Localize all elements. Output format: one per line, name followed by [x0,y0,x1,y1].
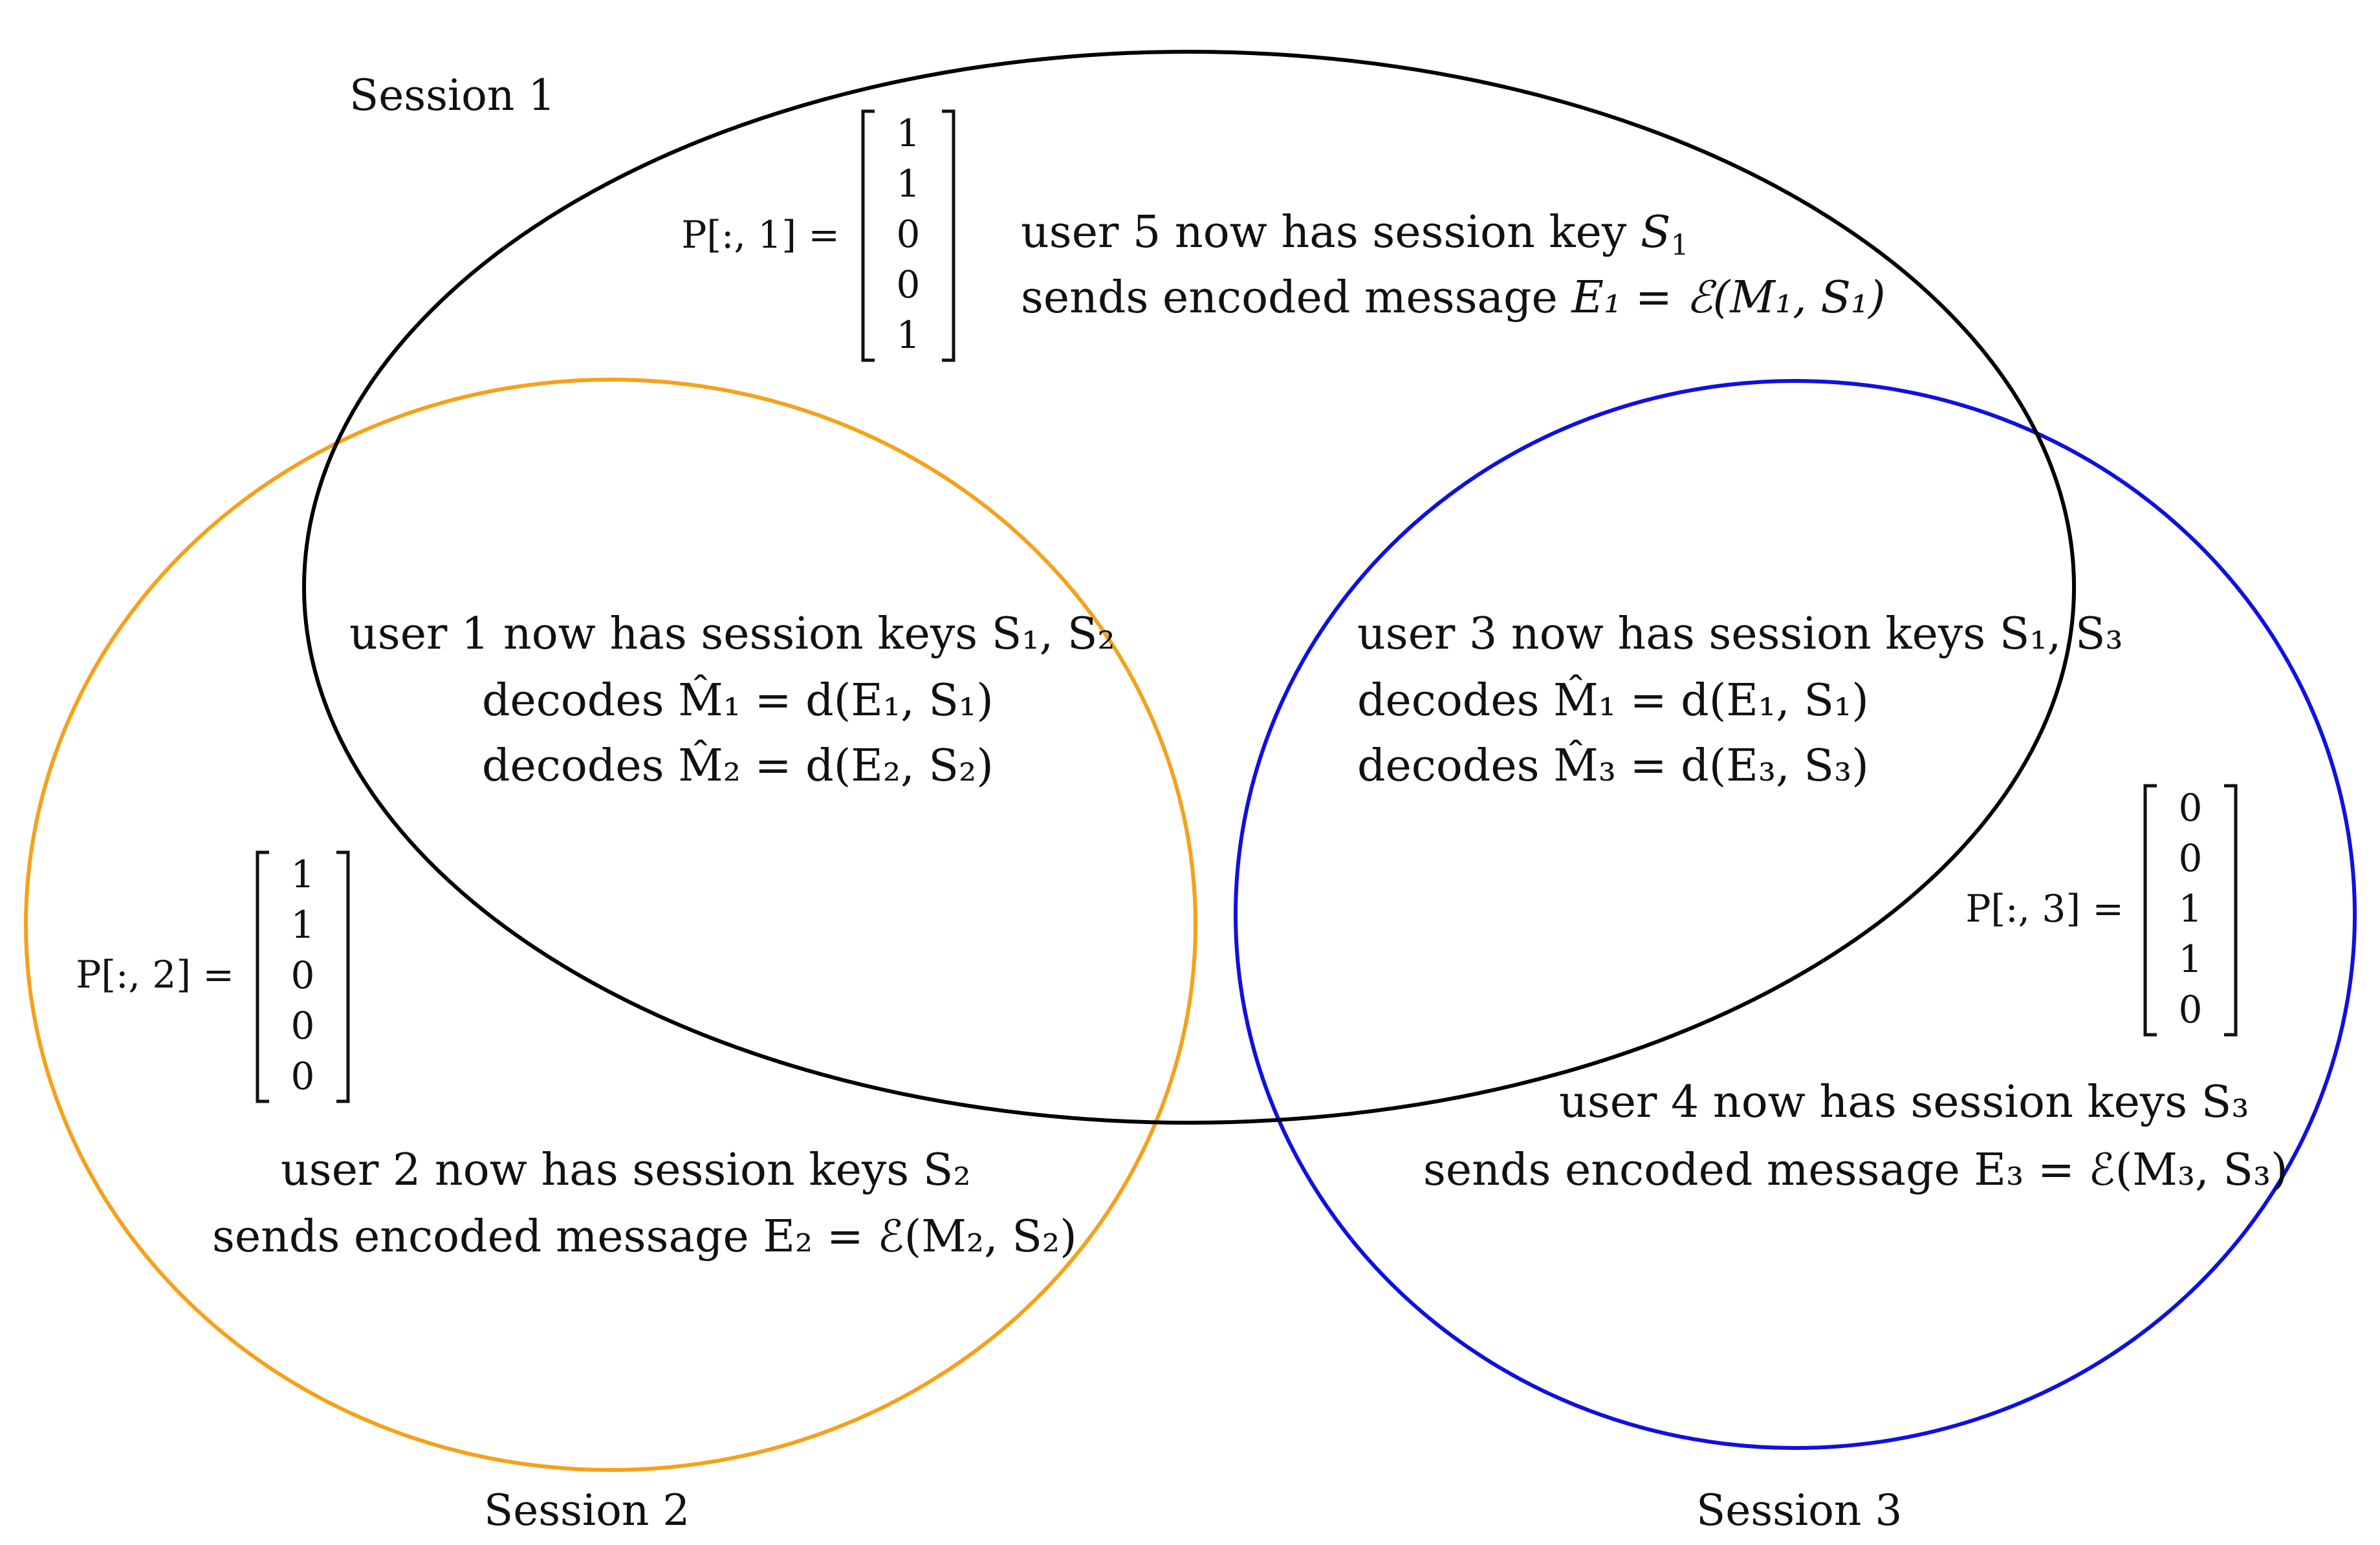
matrix-p2-entry: 0 [291,1054,315,1098]
user3-decode-1: decodes M̂₁ = d(E₁, S₁) [1357,675,1869,726]
session-1-ellipse [302,50,2076,1125]
user1-decode-2: decodes M̂₂ = d(E₂, S₂) [482,740,994,792]
matrix-p1-entry: 1 [897,162,921,206]
user5-key-var: S [1641,207,1671,258]
user5-key-text: user 5 now has session key S1 [1021,207,1688,262]
matrix-p3-entry: 0 [2179,836,2203,880]
matrix-p3-entry: 1 [2179,937,2203,981]
matrix-p3-left-bracket [2143,784,2157,1037]
matrix-p1-right-bracket [942,109,955,362]
matrix-p3-entry: 0 [2179,988,2203,1032]
user4-send-text: sends encoded message E₃ = ℰ(M₃, S₃) [1423,1145,2288,1196]
user5-key-prefix: user 5 now has session key [1021,207,1641,258]
matrix-p2: P[:, 2] = 1 1 0 0 0 [76,850,350,1103]
matrix-p2-entry: 0 [291,1004,315,1048]
user1-decode-1: decodes M̂₁ = d(E₁, S₁) [482,675,994,726]
user5-send-prefix: sends encoded message [1021,272,1571,323]
matrix-p2-entry: 0 [291,953,315,997]
session-2-ellipse [24,378,1197,1472]
matrix-p1-left-bracket [861,109,875,362]
user2-send-text: sends encoded message E₂ = ℰ(M₂, S₂) [212,1211,1077,1262]
user5-key-sub: 1 [1670,229,1688,262]
user2-keys-text: user 2 now has session keys S₂ [281,1145,971,1196]
session-3-ellipse [1234,379,2357,1450]
user3-decode-2: decodes M̂₃ = d(E₃, S₃) [1357,740,1869,792]
user4-keys-text: user 4 now has session keys S₃ [1559,1077,2249,1128]
matrix-p3-entry: 0 [2179,786,2203,830]
matrix-p3-entry: 1 [2179,887,2203,931]
matrix-p2-label: P[:, 2] = [76,953,234,997]
matrix-p2-entry: 1 [291,903,315,947]
matrix-p2-entry: 1 [291,852,315,896]
matrix-p1-entry: 0 [897,212,921,256]
matrix-p2-right-bracket [336,850,350,1103]
session-3-label: Session 3 [1696,1486,1902,1535]
session-2-label: Session 2 [484,1486,690,1535]
matrix-p1-entry: 1 [897,313,921,357]
matrix-p1: P[:, 1] = 1 1 0 0 1 [681,109,955,362]
user1-keys-text: user 1 now has session keys S₁, S₂ [349,609,1115,660]
matrix-p2-left-bracket [256,850,269,1103]
user3-keys-text: user 3 now has session keys S₁, S₃ [1357,609,2123,660]
matrix-p3: P[:, 3] = 0 0 1 1 0 [1965,784,2238,1037]
user5-send-text: sends encoded message E₁ = ℰ(M₁, S₁) [1021,272,1886,323]
matrix-p1-entry: 0 [897,263,921,307]
user5-send-expr: E₁ = ℰ(M₁, S₁) [1570,272,1885,323]
session-1-label: Session 1 [349,70,555,120]
matrix-p1-label: P[:, 1] = [681,213,840,257]
matrix-p1-entry: 1 [897,111,921,155]
matrix-p3-label: P[:, 3] = [1965,887,2124,931]
matrix-p3-right-bracket [2224,784,2238,1037]
